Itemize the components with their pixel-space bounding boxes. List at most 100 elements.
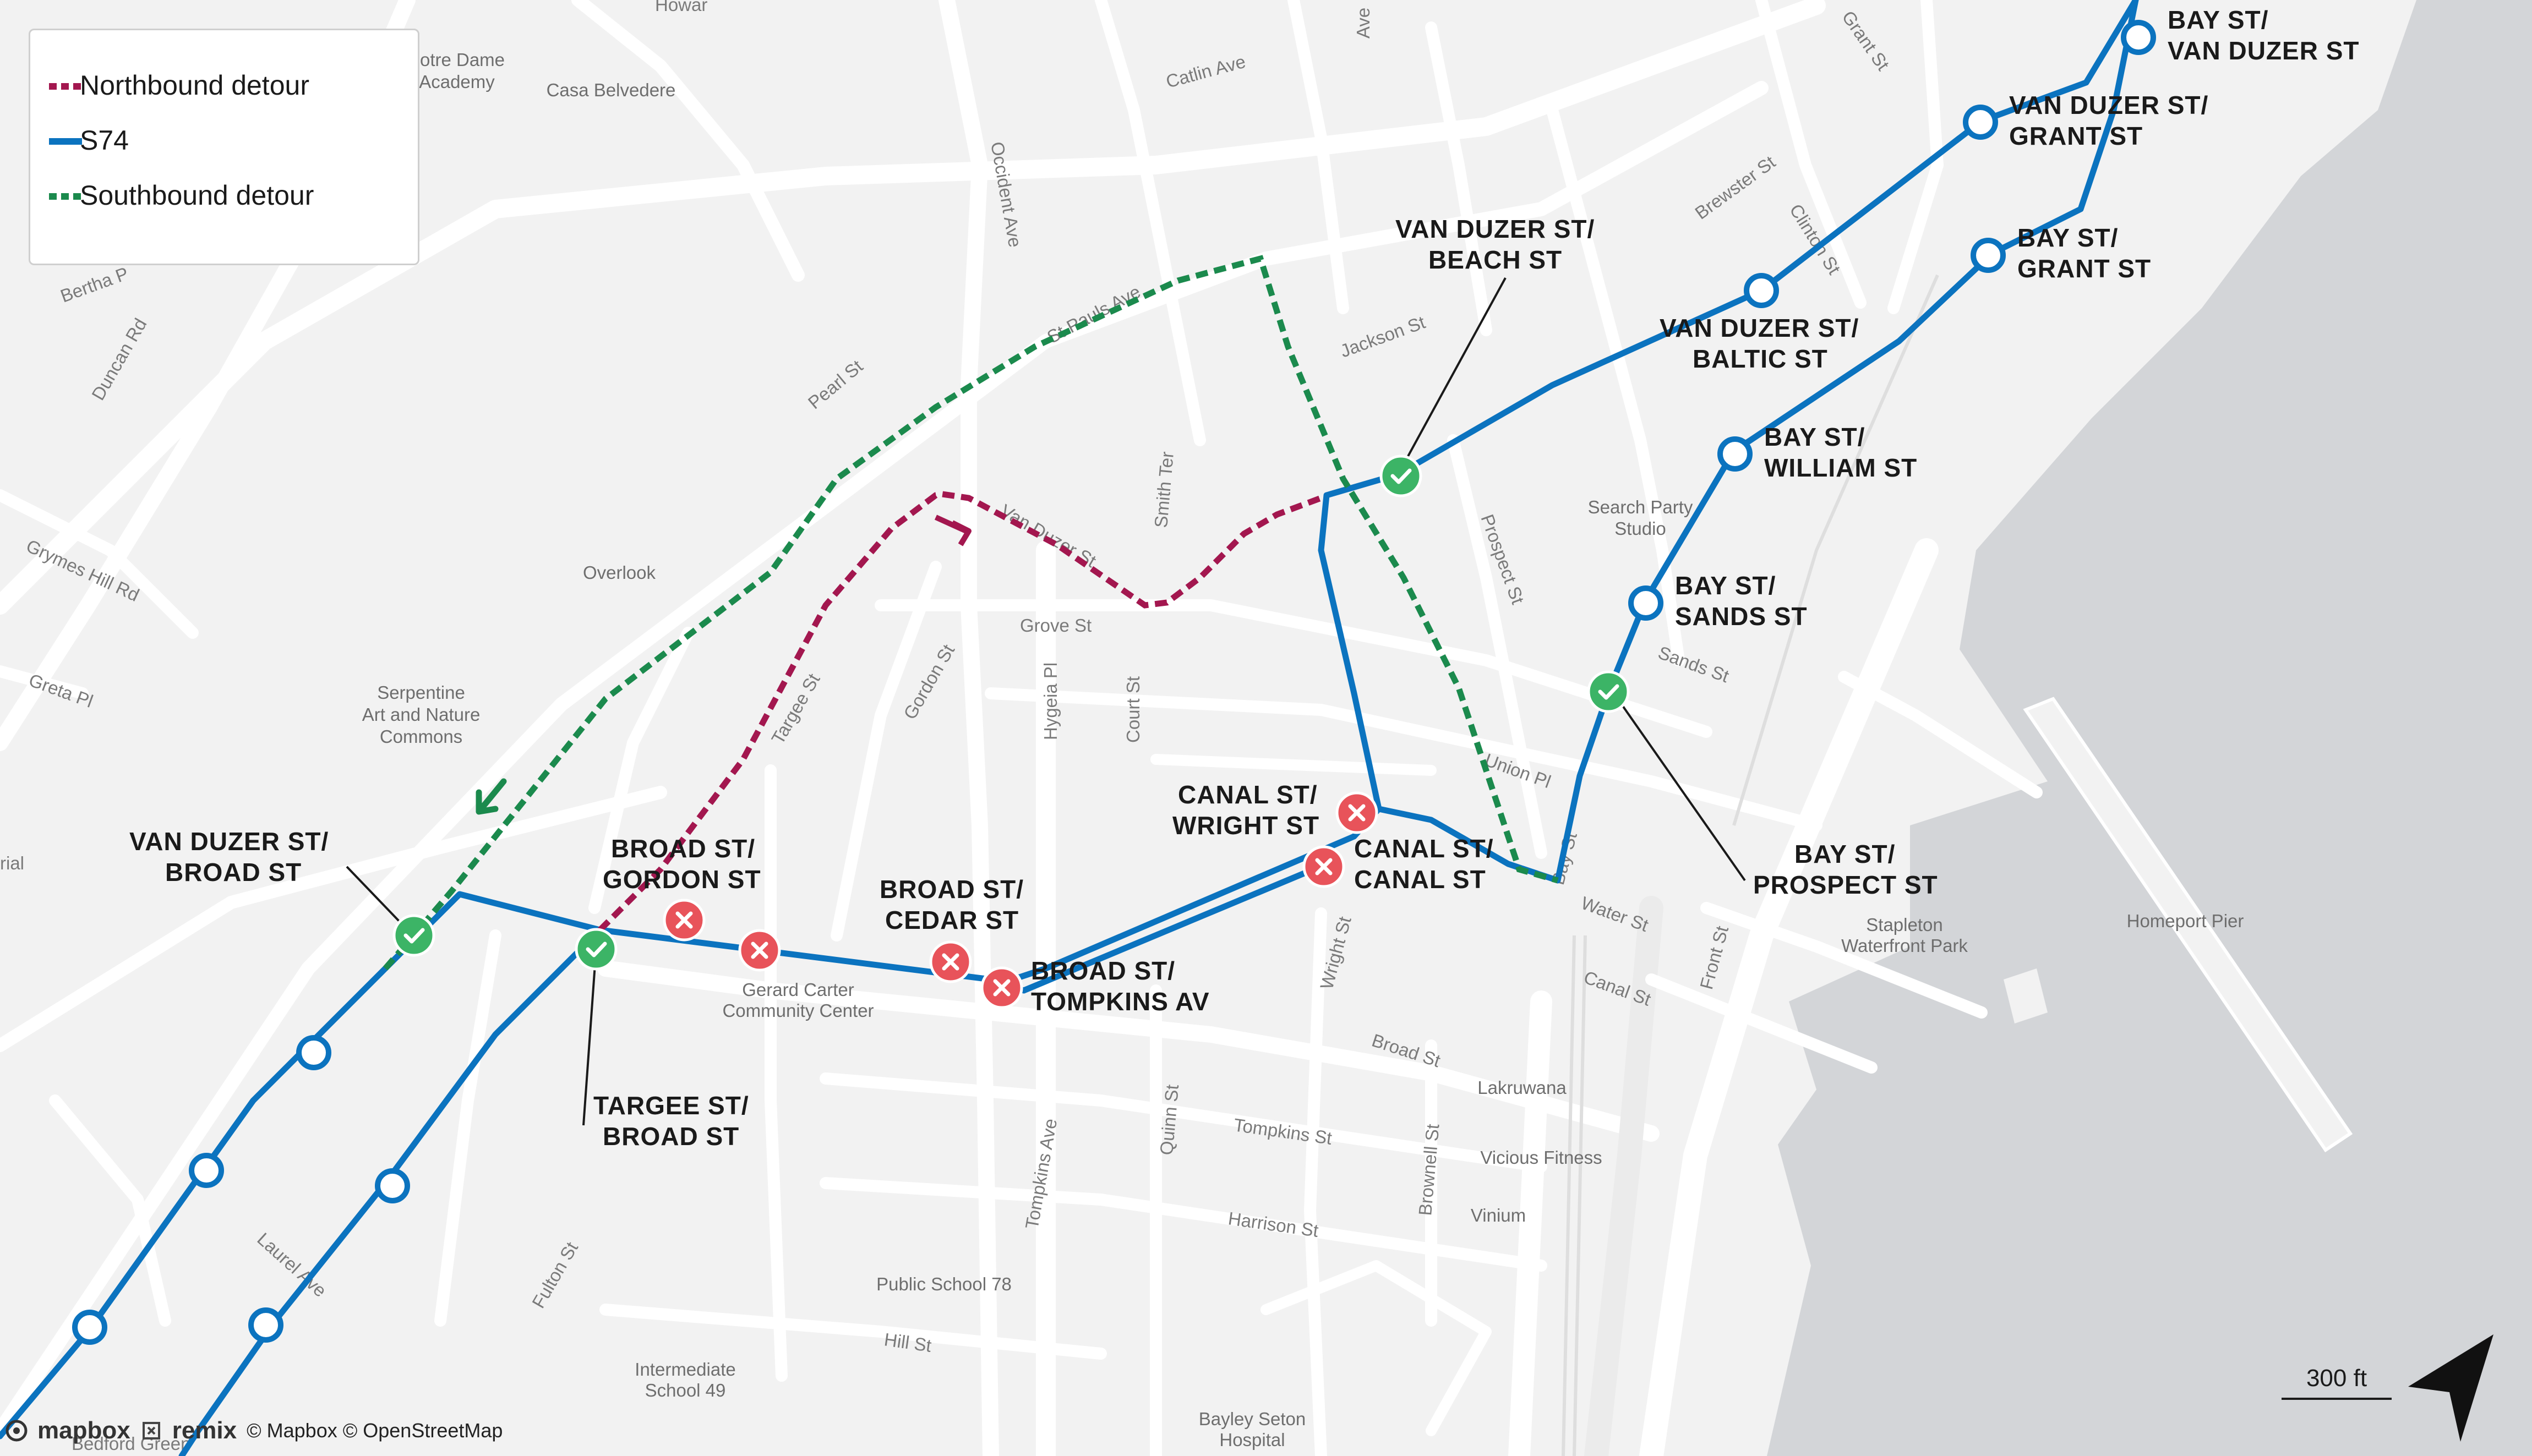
served-stops[interactable] xyxy=(392,455,1630,971)
poi-stapleton-1: Stapleton xyxy=(1866,915,1942,935)
open-stops[interactable] xyxy=(72,20,2156,1345)
label-bay-van-duzer-1: BAY ST/ xyxy=(2168,6,2268,34)
label-broad-gordon-2: GORDON ST xyxy=(603,865,761,894)
mapbox-wordmark[interactable]: mapbox xyxy=(37,1417,130,1444)
stop-canal-canal[interactable] xyxy=(1302,845,1345,888)
stop-bay-prospect[interactable] xyxy=(1587,670,1630,713)
scale-label: 300 ft xyxy=(2306,1365,2367,1392)
closed-stops[interactable] xyxy=(663,791,1378,1009)
poi-labels: otre Dame Academy Casa Belvedere Search … xyxy=(362,50,2244,1450)
poi-serpentine-2: Art and Nature xyxy=(362,704,481,725)
poi-is49-1: Intermediate xyxy=(635,1359,735,1380)
label-van-duzer-baltic-2: BALTIC ST xyxy=(1693,344,1828,373)
stop-targee-broad[interactable] xyxy=(575,928,618,971)
northbound-detour xyxy=(598,491,1322,932)
poi-casa-belvedere: Casa Belvedere xyxy=(547,80,676,100)
poi-homeport: Homeport Pier xyxy=(2127,911,2244,931)
label-van-duzer-beach-1: VAN DUZER ST/ xyxy=(1395,215,1595,243)
poi-lakruwana: Lakruwana xyxy=(1477,1077,1567,1098)
stop-van-duzer-broad[interactable] xyxy=(392,914,435,957)
poi-serpentine-3: Commons xyxy=(380,726,462,747)
label-bay-sands-2: SANDS ST xyxy=(1675,602,1808,631)
poi-ps78: Public School 78 xyxy=(876,1274,1012,1294)
label-van-duzer-grant-1: VAN DUZER ST/ xyxy=(2009,91,2208,119)
label-bay-prospect-1: BAY ST/ xyxy=(1794,840,1895,868)
stop-bay-sands[interactable] xyxy=(1628,585,1663,621)
street-label-ave: Ave xyxy=(1353,8,1373,39)
poi-notre-dame: otre Dame xyxy=(420,50,505,70)
stop-unlabeled-3[interactable] xyxy=(72,1310,107,1345)
mapbox-logo-icon[interactable] xyxy=(6,1420,28,1442)
label-van-duzer-broad-2: BROAD ST xyxy=(165,858,302,886)
label-van-duzer-beach-2: BEACH ST xyxy=(1428,245,1562,274)
leader-lines xyxy=(346,277,1746,1126)
poi-gerard-2: Community Center xyxy=(722,1000,874,1021)
label-broad-cedar-1: BROAD ST/ xyxy=(880,875,1024,904)
label-targee-broad-1: TARGEE ST/ xyxy=(593,1091,749,1120)
stop-unlabeled-5[interactable] xyxy=(248,1307,283,1343)
label-canal-canal-2: CANAL ST xyxy=(1354,865,1486,894)
street-label-bedford: Bedford Green xyxy=(72,1433,190,1454)
label-broad-cedar-2: CEDAR ST xyxy=(885,906,1019,934)
stop-unlabeled-1[interactable] xyxy=(296,1035,331,1070)
stop-van-duzer-beach[interactable] xyxy=(1379,455,1422,497)
label-canal-canal-1: CANAL ST/ xyxy=(1354,834,1494,863)
label-canal-wright-2: WRIGHT ST xyxy=(1172,811,1319,840)
copyright-text[interactable]: © Mapbox © OpenStreetMap xyxy=(247,1419,503,1442)
southbound-arrow xyxy=(476,778,507,815)
poi-vicious: Vicious Fitness xyxy=(1480,1147,1602,1168)
label-targee-broad-2: BROAD ST xyxy=(603,1122,739,1151)
poi-bayley-1: Bayley Seton xyxy=(1199,1409,1306,1429)
label-bay-william-1: BAY ST/ xyxy=(1764,423,1865,451)
legend-swatch-southbound xyxy=(49,193,82,200)
attribution: mapbox remix © Mapbox © OpenStreetMap xyxy=(6,1414,503,1447)
stop-bay-william[interactable] xyxy=(1717,436,1753,472)
legend: Northbound detour S74 Southbound detour xyxy=(29,29,419,265)
stop-broad-cedar[interactable] xyxy=(929,940,972,983)
stop-broad-tompkins[interactable] xyxy=(980,966,1023,1009)
pier-2 xyxy=(2004,968,2048,1023)
stop-bay-grant[interactable] xyxy=(1971,238,2006,273)
poi-search-party-1: Search Party xyxy=(1588,497,1693,517)
stop-canal-wright[interactable] xyxy=(1335,791,1378,834)
poi-vinium: Vinium xyxy=(1471,1205,1526,1225)
stop-broad-gordon[interactable] xyxy=(663,899,706,942)
road-network xyxy=(0,0,2043,1456)
street-label-court: Court St xyxy=(1123,676,1143,743)
label-bay-william-2: WILLIAM ST xyxy=(1764,453,1917,482)
legend-label: S74 xyxy=(80,125,129,156)
southbound-detour xyxy=(383,255,1559,971)
label-broad-tompkins-1: BROAD ST/ xyxy=(1031,956,1175,985)
label-bay-sands-1: BAY ST/ xyxy=(1675,571,1776,600)
stop-van-duzer-baltic[interactable] xyxy=(1744,273,1779,308)
label-bay-grant-1: BAY ST/ xyxy=(2017,223,2118,252)
stop-bay-van-duzer[interactable] xyxy=(2121,20,2156,55)
label-van-duzer-grant-2: GRANT ST xyxy=(2009,122,2143,150)
stop-van-duzer-grant[interactable] xyxy=(1963,105,1998,140)
rail-lines xyxy=(1562,274,1939,1456)
label-broad-gordon-1: BROAD ST/ xyxy=(611,834,755,863)
remix-wordmark[interactable]: remix xyxy=(172,1417,237,1444)
label-bay-grant-2: GRANT ST xyxy=(2017,254,2151,283)
poi-stapleton-2: Waterfront Park xyxy=(1841,935,1968,956)
scale-bar xyxy=(2282,1398,2392,1400)
north-arrow-icon[interactable] xyxy=(2397,1332,2507,1442)
street-label-hygeia: Hygeia Pl xyxy=(1040,663,1061,740)
legend-item-s74: S74 xyxy=(49,124,418,179)
label-bay-prospect-2: PROSPECT ST xyxy=(1753,871,1938,899)
label-van-duzer-broad-1: VAN DUZER ST/ xyxy=(129,827,329,856)
legend-item-northbound: Northbound detour xyxy=(49,69,418,124)
stop-unlabeled-2[interactable] xyxy=(189,1153,224,1188)
legend-label: Southbound detour xyxy=(80,180,314,211)
legend-item-southbound: Southbound detour xyxy=(49,179,418,234)
poi-academy: Academy xyxy=(419,72,495,92)
label-bay-van-duzer-2: VAN DUZER ST xyxy=(2168,36,2360,65)
stop-broad-gerard[interactable] xyxy=(738,929,781,972)
stop-unlabeled-4[interactable] xyxy=(375,1168,410,1203)
label-broad-tompkins-2: TOMPKINS AV xyxy=(1031,987,1210,1016)
remix-logo-icon[interactable] xyxy=(140,1420,162,1442)
legend-swatch-northbound xyxy=(49,83,82,90)
street-label-howard: Howar xyxy=(655,0,707,15)
street-label-rial: rial xyxy=(0,853,24,873)
